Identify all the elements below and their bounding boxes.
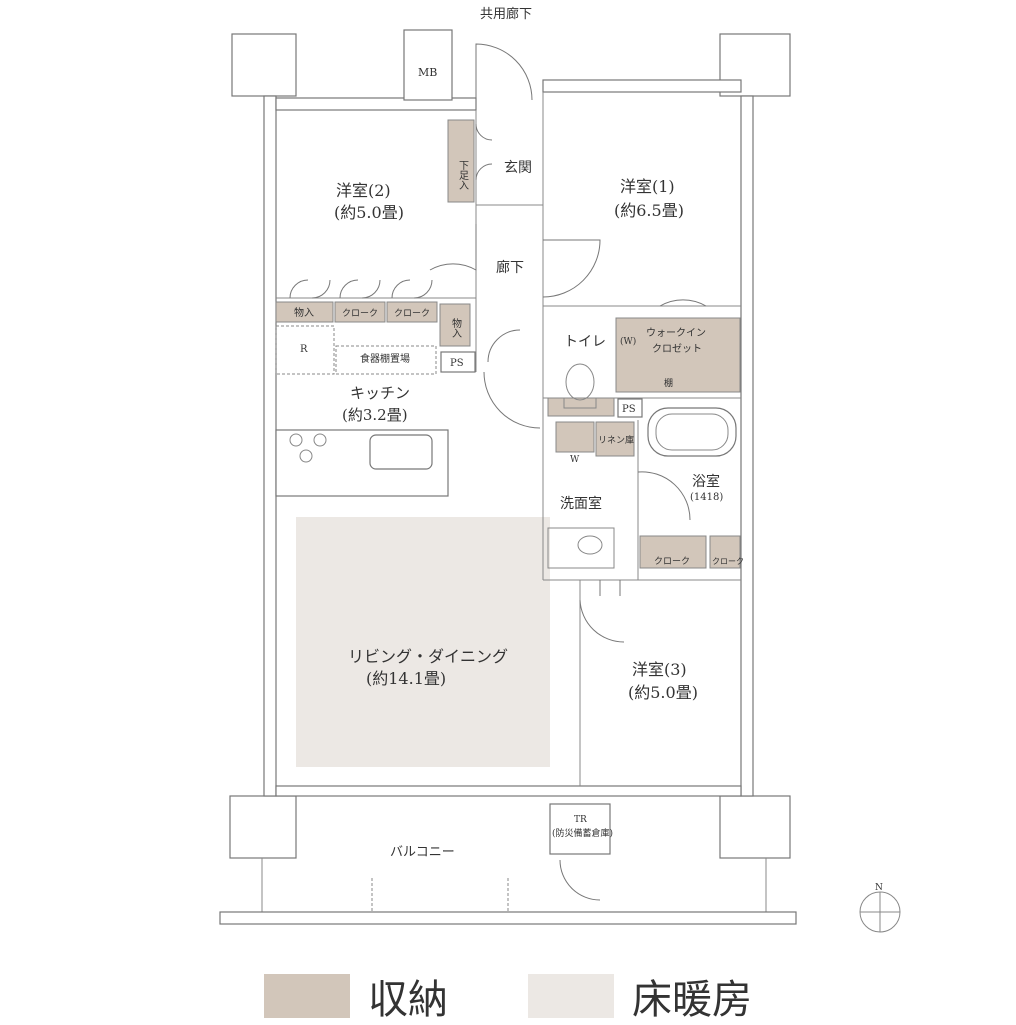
hallway-label: 廊下 (496, 259, 524, 276)
room-western2-size: (約5.0畳) (334, 203, 404, 222)
washer-storage (555, 421, 595, 453)
room-western3-name: 洋室(3) (632, 660, 687, 679)
balcony-rail (219, 911, 797, 925)
toilet-label: トイレ (564, 334, 606, 350)
storage-cloak-4 (709, 535, 741, 569)
meter-box (403, 29, 453, 101)
shoe-storage-label: 下足入 (457, 160, 469, 190)
ps2-label: PS (622, 404, 636, 415)
door-entrance[interactable] (475, 43, 533, 101)
shelf-label: 棚 (664, 377, 673, 389)
walkin-label-2: クロゼット (652, 343, 702, 355)
legend-heating-swatch (528, 974, 614, 1018)
living-name: リビング・ダイニング (348, 647, 508, 666)
balcony-label: バルコニー (390, 845, 455, 860)
washer-label: W (570, 455, 580, 465)
wall-right (740, 95, 754, 797)
wall-top-left (275, 97, 477, 111)
walkin-label-1: ウォークイン (646, 327, 706, 339)
bath-size: (1418) (690, 492, 723, 503)
toilet-storage (547, 397, 615, 417)
bath-label: 浴室 (692, 473, 720, 490)
wall-bottom (275, 785, 742, 797)
legend-storage-swatch (264, 974, 350, 1018)
legend-heating-label: 床暖房 (632, 977, 752, 1023)
kitchen-name: キッチン (350, 384, 410, 402)
corridor-label: 共用廊下 (480, 6, 532, 22)
ps-box-bath (617, 398, 643, 418)
storage-cloak-1 (334, 301, 386, 323)
kitchen-sink (369, 434, 433, 470)
mono2-label: 物入 (450, 317, 462, 338)
dish-shelf-space (335, 345, 437, 375)
linen-storage (595, 421, 635, 457)
room-western1-size: (約6.5畳) (614, 201, 684, 220)
cloak3-label: クローク (654, 556, 690, 567)
compass-label: N (875, 883, 883, 893)
storage-cloak-2 (386, 301, 438, 323)
cloak2-label: クローク (394, 308, 430, 319)
entrance-label: 玄関 (504, 159, 532, 176)
ps1-label: PS (450, 358, 464, 369)
column-bottom-right (719, 795, 791, 859)
column-bottom-left (229, 795, 297, 859)
room-western3-size: (約5.0畳) (628, 683, 698, 702)
room-western2-name: 洋室(2) (336, 181, 391, 200)
tr-label-1: TR (574, 815, 587, 825)
walk-in-closet (615, 317, 741, 393)
floor-plan: 共用廊下 MB 洋室(2) (約5.0畳) 洋室(1) (約6.5畳) 洋室(3… (219, 6, 901, 933)
legend-storage-label: 収納 (368, 977, 448, 1023)
bathtub (647, 407, 737, 457)
shoe-storage (447, 119, 475, 203)
room-western1-name: 洋室(1) (620, 177, 675, 196)
washroom-label: 洗面室 (560, 495, 602, 512)
tr-label-2: (防災備蓄倉庫) (552, 827, 613, 839)
kitchen-size: (約3.2畳) (342, 406, 408, 424)
fridge-space (275, 325, 335, 375)
legend-floor-heating: 床暖房 (528, 968, 752, 1024)
mb-label: MB (418, 66, 437, 79)
linen-label: リネン庫 (598, 434, 634, 446)
ps-box-kitchen (440, 351, 476, 373)
legend-storage: 収納 (264, 968, 448, 1024)
storage-cloak-3 (639, 535, 707, 569)
storage-mono-left (275, 301, 334, 323)
dish-label: 食器棚置場 (360, 352, 410, 365)
living-size: (約14.1畳) (366, 669, 446, 688)
tr-storage (549, 803, 611, 855)
walkin-w-label: (W) (620, 336, 636, 347)
storage-mono-hall (439, 303, 471, 347)
column-top-left (231, 33, 297, 97)
floor-heating-living (296, 517, 550, 767)
cloak4-label: クローク (712, 557, 744, 566)
mono1-label: 物入 (294, 306, 314, 319)
fridge-label: R (300, 344, 308, 355)
cloak1-label: クローク (342, 308, 378, 319)
wall-left (263, 95, 277, 797)
wall-top-right (542, 79, 742, 93)
